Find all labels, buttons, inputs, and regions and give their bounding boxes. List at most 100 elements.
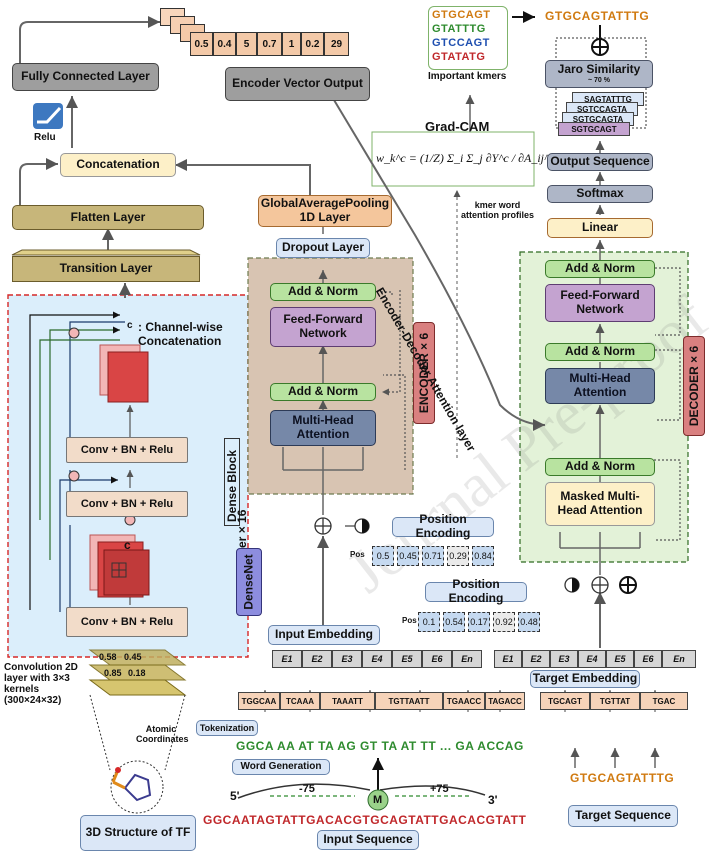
target-embedding-cell: E5 — [606, 650, 634, 668]
decoder-add-norm-middle: Add & Norm — [545, 343, 655, 361]
input-sequence-title: Input Sequence — [317, 830, 419, 850]
atomic-coordinates-label: Atomic Coordinates — [136, 724, 189, 744]
jaro-similarity: Jaro Similarity ~ 70 % — [545, 60, 653, 88]
decoder-pos-label: Pos — [402, 616, 417, 625]
conv2d-caption: Convolution 2D layer with 3×3 kernels (3… — [4, 662, 78, 706]
target-embedding-cell: E2 — [522, 650, 550, 668]
embedding-cell: E2 — [302, 650, 332, 668]
minus-75-label: -75 — [299, 783, 315, 795]
dropout-layer: Dropout Layer — [276, 238, 370, 258]
target-token-cell: TGAC — [640, 692, 688, 710]
densenet-label: DenseNet — [242, 554, 257, 610]
decoder-position-encoding: Position Encoding — [425, 577, 527, 605]
decoder-x6-ribbon: DECODER × 6 — [683, 336, 705, 436]
matrix-value: 0.85 — [104, 668, 122, 678]
fully-connected-layer: Fully Connected Layer — [12, 63, 159, 91]
decoder-pos-cell: 0.54 — [443, 612, 465, 632]
important-kmers-title: Important kmers — [428, 71, 507, 82]
relu-label: Relu — [34, 132, 56, 143]
token-cell: TCAAA — [280, 692, 320, 710]
kmer: GTGCAGT — [432, 9, 491, 21]
decoder-masked-attention: Masked Multi-Head Attention — [545, 482, 655, 526]
kmer-profile-label: kmer word attention profiles — [460, 200, 534, 220]
input-embedding-title: Input Embedding — [268, 625, 380, 645]
embedding-cell: En — [452, 650, 482, 668]
vector-cell: 0.2 — [301, 32, 324, 56]
token-cell: TAGACC — [485, 692, 525, 710]
encoder-feed-forward: Feed-Forward Network — [270, 307, 376, 347]
motif-label: M — [373, 794, 383, 806]
vector-cell: 0.4 — [213, 32, 236, 56]
kmer: GTATTTG — [432, 23, 486, 35]
matrix-value: 0.45 — [124, 652, 142, 662]
kmer: GTCCAGT — [432, 37, 490, 49]
tf-structure-title: 3D Structure of TF — [80, 815, 196, 851]
target-token-cell: TGTTAT — [590, 692, 640, 710]
target-embedding-cell: En — [662, 650, 696, 668]
encoder-pos-cell: 0.5 — [372, 546, 394, 566]
linear-layer: Linear — [547, 218, 653, 238]
token-cell: TGTTAATT — [375, 692, 443, 710]
vector-cell: 0.5 — [190, 32, 213, 56]
token-cell: TAAATT — [320, 692, 375, 710]
target-embedding-title: Target Embedding — [530, 670, 640, 688]
encoder-x6-ribbon: ENCODER × 6 — [413, 322, 435, 424]
embedding-cell: E4 — [362, 650, 392, 668]
stack-kmer: SGTGCAGT — [558, 122, 630, 136]
tokenization-label: Tokenization — [196, 720, 258, 736]
channel-wise-legend: : Channel-wise Concatenation — [138, 320, 223, 348]
vector-cell: 5 — [236, 32, 257, 56]
target-embedding-cell: E6 — [634, 650, 662, 668]
decoder-add-norm-top: Add & Norm — [545, 260, 655, 278]
jaro-percent: ~ 70 % — [588, 76, 610, 84]
token-cell: TGGCAA — [238, 692, 280, 710]
conv-bn-relu-block: Conv + BN + Relu — [66, 607, 188, 637]
embedding-cell: E6 — [422, 650, 452, 668]
encoder-pos-cell: 0.29 — [447, 546, 469, 566]
vector-cell: 0.7 — [257, 32, 282, 56]
conv-bn-relu-block: Conv + BN + Relu — [66, 437, 188, 463]
plus-75-label: +75 — [430, 783, 449, 795]
target-embedding-cell: E1 — [494, 650, 522, 668]
concatenation-layer: Concatenation — [60, 153, 176, 177]
encoder-add-norm-bottom: Add & Norm — [270, 383, 376, 401]
three-prime-label: 3' — [488, 793, 498, 807]
global-average-pooling: GlobalAveragePooling 1D Layer — [258, 195, 392, 227]
five-prime-label: 5' — [230, 789, 240, 803]
target-dna-sequence: GTGCAGTATTTG — [570, 771, 675, 785]
decoder-x6-label: DECODER × 6 — [687, 345, 702, 427]
channel-concat-symbol: c — [127, 320, 133, 331]
embedding-cell: E5 — [392, 650, 422, 668]
transition-layer: Transition Layer — [12, 256, 200, 282]
matrix-value: 0.18 — [128, 668, 146, 678]
decoder-pos-cell: 0.48 — [518, 612, 540, 632]
encoder-pos-cell: 0.45 — [397, 546, 419, 566]
jaro-similarity-label: Jaro Similarity — [557, 62, 641, 77]
token-cell: TGAACC — [443, 692, 485, 710]
vector-cell: 1 — [282, 32, 301, 56]
decoder-feed-forward: Feed-Forward Network — [545, 284, 655, 322]
vector-cell: 29 — [324, 32, 349, 56]
conv-bn-relu-block: Conv + BN + Relu — [66, 491, 188, 517]
encoder-multi-head-attention: Multi-Head Attention — [270, 410, 376, 446]
encoder-pos-cell: 0.84 — [472, 546, 494, 566]
important-kmers-box — [428, 6, 508, 70]
matrix-value: 0.58 — [99, 652, 117, 662]
embedding-cell: E3 — [332, 650, 362, 668]
conv-c-label: c — [124, 538, 131, 552]
encoder-position-encoding: Position Encoding — [392, 512, 494, 540]
gradcam-formula: w_k^c = (1/Z) Σ_i Σ_j ∂Y^c / ∂A_ij^k — [376, 151, 555, 165]
target-embedding-cell: E4 — [578, 650, 606, 668]
kmer: GTATATG — [432, 51, 486, 63]
flatten-layer: Flatten Layer — [12, 205, 204, 230]
decoder-pos-cell: 0.92 — [493, 612, 515, 632]
word-generation-label: Word Generation — [232, 759, 330, 775]
target-sequence-title: Target Sequence — [568, 805, 678, 827]
decoder-pos-cell: 0.17 — [468, 612, 490, 632]
target-token-cell: TGCAGT — [540, 692, 590, 710]
gradcam-title: Grad-CAM — [425, 119, 490, 134]
output-sequence: Output Sequence — [547, 153, 653, 171]
decoder-add-norm-bottom: Add & Norm — [545, 458, 655, 476]
densenet-badge: DenseNet — [236, 548, 262, 616]
decoder-multi-head-attention: Multi-Head Attention — [545, 368, 655, 404]
